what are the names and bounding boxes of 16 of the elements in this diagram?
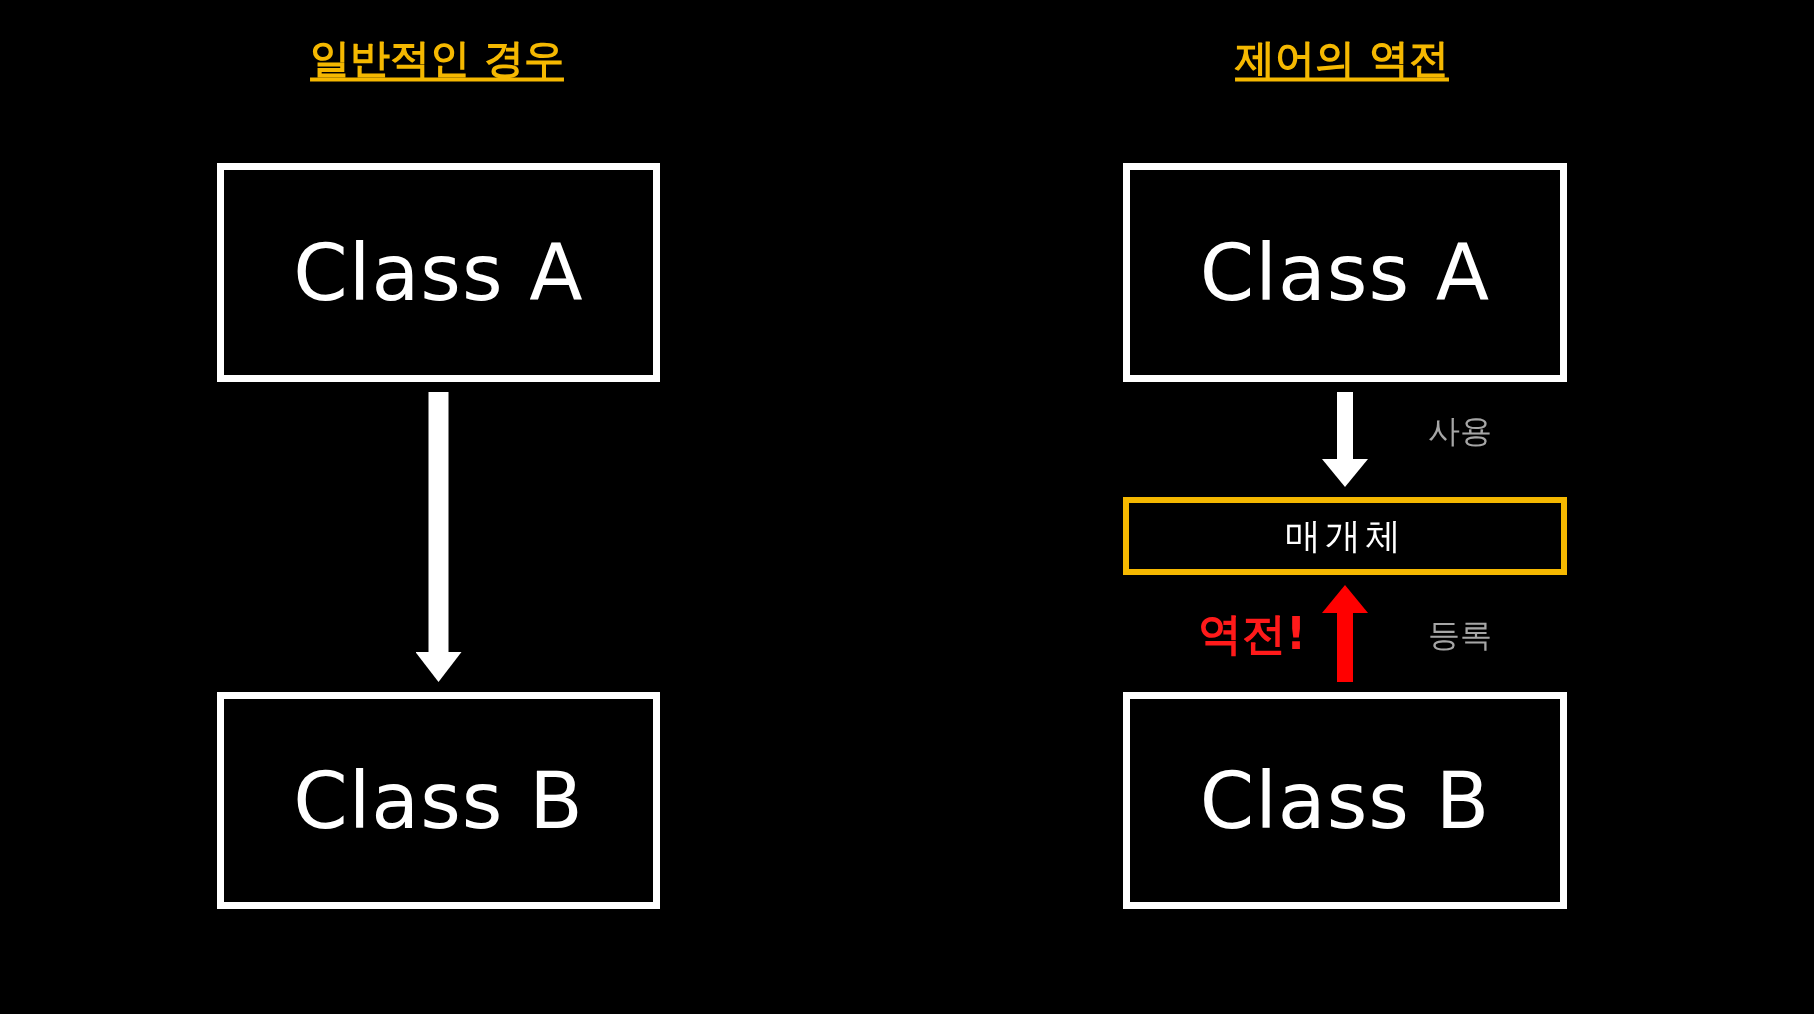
arrow xyxy=(1322,392,1368,487)
mediator-box xyxy=(1123,497,1567,575)
heading: 일반적인 경우 xyxy=(310,33,564,83)
class-name: Class B xyxy=(1199,755,1491,846)
class-name: Class A xyxy=(293,227,584,318)
class-box xyxy=(1123,692,1567,909)
note-text: 역전! xyxy=(1197,606,1307,661)
class-box xyxy=(1123,163,1567,382)
box-label: 매개체 xyxy=(1285,513,1405,558)
arrow xyxy=(415,392,462,682)
class-name: Class B xyxy=(293,755,584,846)
class-box xyxy=(217,163,660,382)
heading: 제어의 역전 xyxy=(1235,33,1449,83)
class-name: Class A xyxy=(1199,227,1491,318)
arrow xyxy=(1322,585,1368,682)
class-box xyxy=(217,692,660,909)
